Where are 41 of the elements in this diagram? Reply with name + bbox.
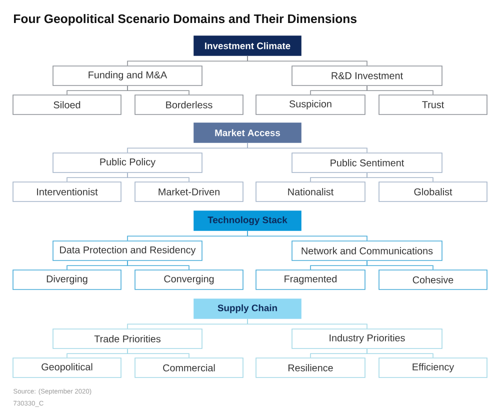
option-box: Nationalist	[256, 182, 366, 202]
connector-line	[127, 348, 190, 358]
connector-line	[366, 348, 434, 358]
dimension-box: Public Policy	[52, 152, 202, 173]
domain-box: Supply Chain	[194, 298, 302, 319]
dimension-box: Funding and M&A	[52, 66, 202, 86]
option-box: Interventionist	[12, 182, 122, 202]
option-box: Globalist	[378, 182, 488, 202]
dimension-box: Trade Priorities	[52, 328, 202, 349]
option-box: Resilience	[256, 358, 366, 378]
option-box: Siloed	[12, 94, 122, 115]
connector-line	[247, 318, 368, 329]
option-box: Fragmented	[256, 270, 366, 290]
dimension-box: Public Sentiment	[292, 152, 442, 173]
option-box: Suspicion	[256, 94, 366, 115]
option-box: Efficiency	[378, 358, 488, 378]
connector-line	[247, 56, 368, 66]
connector-line	[127, 260, 190, 270]
connector-line	[366, 172, 434, 182]
option-box: Commercial	[134, 358, 244, 378]
connector-line	[366, 260, 434, 270]
dimension-box: Network and Communications	[292, 240, 442, 261]
option-box: Market-Driven	[134, 182, 244, 202]
option-box: Borderless	[134, 94, 244, 115]
domain-box: Technology Stack	[194, 210, 302, 231]
connector-line	[366, 86, 434, 95]
title: Four Geopolitical Scenario Domains and Their Dimensions	[14, 14, 356, 26]
option-box: Diverging	[12, 270, 122, 290]
dimension-box: Industry Priorities	[292, 328, 442, 349]
option-box: Cohesive	[378, 270, 488, 290]
option-box: Trust	[378, 94, 488, 115]
connector-line	[247, 230, 368, 241]
connector-line	[127, 86, 190, 95]
connector-line	[247, 142, 368, 153]
option-box: Converging	[134, 270, 244, 290]
domain-box: Market Access	[194, 122, 302, 143]
option-box: Geopolitical	[12, 358, 122, 378]
dimension-box: R&D Investment	[292, 66, 442, 86]
dimension-box: Data Protection and Residency	[52, 240, 202, 261]
connector-line	[127, 172, 190, 182]
domain-box: Investment Climate	[194, 36, 302, 56]
